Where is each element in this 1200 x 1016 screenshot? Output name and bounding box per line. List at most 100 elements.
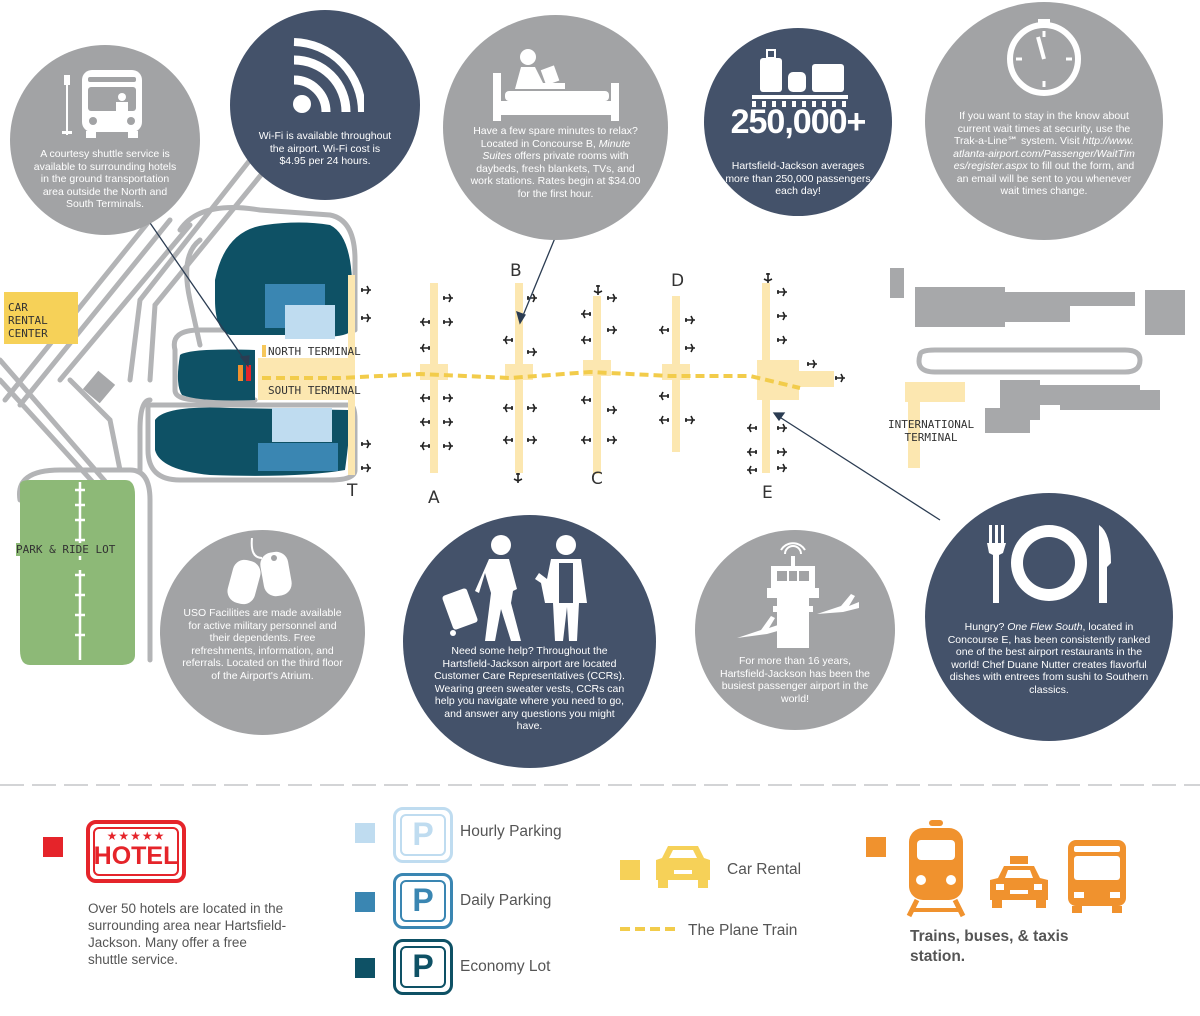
shuttle-bubble: A courtesy shuttle service is available …: [10, 45, 200, 235]
bus-icon: [1068, 840, 1126, 913]
hotel-sign-icon: ★★★★★ HOTEL: [86, 820, 186, 883]
concourse-e-label: E: [762, 483, 773, 503]
hotel-shuttle-marker: [246, 365, 251, 381]
airplane-icon: [420, 417, 430, 427]
economy-lot-mid: [177, 349, 255, 401]
hourly-parking-label: Hourly Parking: [460, 823, 562, 840]
airplane-icon: [527, 403, 537, 413]
concourse-t: [348, 275, 355, 475]
hotel-stars: ★★★★★: [106, 829, 166, 843]
airplane-icon: [607, 293, 617, 303]
hourly-parking-icon: P: [393, 807, 453, 863]
airplane-icon: [443, 317, 453, 327]
uso-bubble: USO Facilities are made available for ac…: [160, 530, 365, 735]
transit-label: Trains, buses, & taxis station.: [910, 928, 1069, 965]
airplane-icon: [747, 465, 757, 475]
car-rental-label: Car Rental: [727, 861, 802, 878]
minute-suites-text: Have a few spare minutes to relax? Locat…: [470, 125, 641, 200]
airplane-icon: [659, 415, 669, 425]
busiest-bubble: For more than 16 years, Hartsfield-Jacks…: [695, 530, 895, 730]
airplane-icon: [607, 405, 617, 415]
airplane-icon: [777, 311, 787, 321]
airplane-icon: [607, 325, 617, 335]
dining-text: Hungry? One Flew South, located in Conco…: [947, 621, 1151, 696]
aircraft-markers: [361, 273, 845, 483]
airplane-icon: [361, 439, 371, 449]
airport-map: [0, 157, 1185, 665]
passengers-number: 250,000+: [730, 103, 867, 141]
airplane-icon: [807, 359, 817, 369]
legend-divider: [0, 784, 1200, 786]
park-ride-label: Park & Ride Lot: [16, 543, 116, 556]
north-terminal-label: North Terminal: [268, 345, 361, 358]
transit-station-marker: [238, 365, 243, 381]
wifi-text: Wi-Fi is available throughout the airpor…: [258, 130, 392, 167]
airplane-icon: [835, 373, 845, 383]
help-text: Need some help? Throughout the Hartsfiel…: [434, 645, 625, 732]
customer-care-icon: [442, 535, 587, 641]
car-rental-swatch: [620, 860, 640, 880]
clock-icon: [1007, 19, 1081, 96]
airplane-icon: [581, 435, 591, 445]
airplane-icon: [420, 441, 430, 451]
wait-times-bubble: If you want to stay in the know about cu…: [925, 2, 1163, 240]
airplane-icon: [361, 313, 371, 323]
international-terminal-label: International Terminal: [888, 418, 975, 444]
airplane-icon: [659, 325, 669, 335]
bed-icon: [493, 49, 619, 121]
airplane-icon: [513, 473, 523, 483]
economy-parking-icon: P: [393, 939, 453, 995]
hourly-parking-deck: [285, 305, 335, 339]
dining-bubble: Hungry? One Flew South, located in Conco…: [925, 493, 1173, 741]
airplane-icon: [685, 315, 695, 325]
shuttle-bus-icon: [62, 70, 142, 138]
concourse-a-label: A: [428, 488, 440, 508]
car-icon: [656, 846, 710, 888]
airplane-icon: [443, 417, 453, 427]
airplane-icon: [747, 423, 757, 433]
airplane-icon: [581, 395, 591, 405]
hotel-sign-text: HOTEL: [93, 842, 179, 870]
airplane-icon: [685, 415, 695, 425]
airplane-icon: [777, 447, 787, 457]
luggage-icon: [752, 49, 848, 107]
airplane-icon: [503, 435, 513, 445]
car-rental-center: [4, 292, 78, 344]
plate-fork-knife-icon: [987, 525, 1111, 603]
airplane-icon: [593, 285, 603, 295]
airplane-icon: [581, 335, 591, 345]
airplane-icon: [527, 435, 537, 445]
passengers-text: Hartsfield-Jackson averages more than 25…: [725, 160, 871, 197]
hotel-swatch: [43, 837, 63, 857]
plane-train-swatch: [620, 927, 680, 931]
airplane-icon: [420, 343, 430, 353]
control-tower-icon: [737, 542, 859, 648]
airplane-icon: [581, 309, 591, 319]
daily-parking-label: Daily Parking: [460, 892, 552, 909]
hourly-parking-deck: [272, 408, 332, 442]
south-terminal-label: South Terminal: [268, 384, 361, 397]
building: [82, 370, 116, 404]
airplane-icon: [777, 423, 787, 433]
economy-lot-label: Economy Lot: [460, 958, 551, 975]
airplane-icon: [763, 273, 773, 283]
airplane-icon: [527, 293, 537, 303]
airplane-icon: [503, 403, 513, 413]
help-bubble: Need some help? Throughout the Hartsfiel…: [403, 515, 656, 768]
train-icon: [906, 820, 966, 918]
daily-swatch: [355, 892, 375, 912]
airplane-icon: [503, 335, 513, 345]
roads: [0, 157, 1143, 663]
concourse-d-label: D: [671, 271, 685, 291]
daily-parking-icon: P: [393, 873, 453, 929]
legend: ★★★★★ HOTEL Over 50 hotels are located i…: [0, 780, 1200, 1016]
airplane-icon: [361, 285, 371, 295]
airplane-icon: [659, 391, 669, 401]
hourly-swatch: [355, 823, 375, 843]
minute-suites-bubble: Have a few spare minutes to relax? Locat…: [443, 15, 668, 240]
airplane-icon: [777, 335, 787, 345]
airplane-icon: [420, 393, 430, 403]
busiest-text: For more than 16 years, Hartsfield-Jacks…: [720, 655, 870, 705]
taxi-icon: [990, 856, 1048, 908]
wifi-icon: [293, 38, 364, 113]
